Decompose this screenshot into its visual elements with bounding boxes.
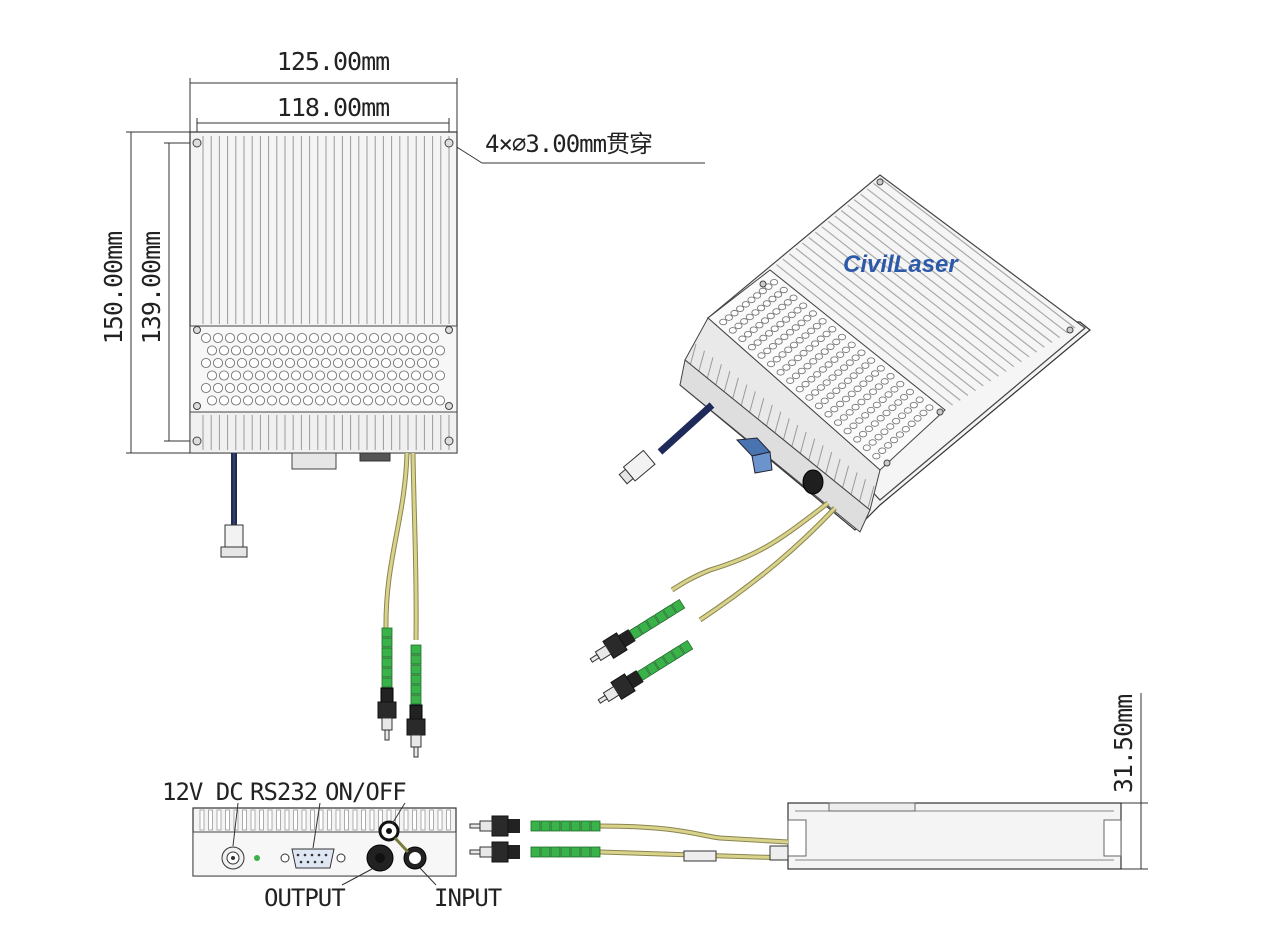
dimension-width-outer-text: 125.00mm: [277, 47, 389, 76]
dc-jack-icon: [221, 846, 245, 870]
dimension-thickness: 31.50mm: [1109, 693, 1148, 870]
front-view: 12V DC RS232 ON/OFF OUTPUT INPUT: [162, 778, 503, 912]
top-fiber-connectors: [377, 627, 426, 758]
dimension-width-outer: 125.00mm: [189, 47, 458, 132]
dimension-height-inner: 139.00mm: [137, 142, 197, 442]
label-output: OUTPUT: [264, 884, 345, 912]
screw-icon: [445, 402, 453, 410]
top-front-edge: [189, 411, 458, 454]
label-rs232: RS232: [250, 778, 317, 806]
power-plug-icon: [224, 524, 244, 548]
iso-fibers: [670, 501, 837, 623]
label-onoff: ON/OFF: [325, 778, 406, 806]
hole-callout: 4×∅3.00mm贯穿: [451, 130, 705, 164]
input-port-icon: [403, 846, 427, 870]
dimension-thickness-text: 31.50mm: [1109, 695, 1138, 793]
iso-vent-holes: [710, 178, 1074, 467]
front-fins: [199, 809, 451, 831]
screw-icon: [193, 326, 201, 334]
top-vent-holes: [200, 332, 446, 406]
iso-front-fins: [689, 343, 875, 509]
top-view: 125.00mm 118.00mm 4×∅3.00mm贯穿 150.00mm 1…: [99, 47, 705, 758]
dimension-height-inner-text: 139.00mm: [137, 232, 166, 344]
power-cable: [220, 453, 248, 558]
front-fiber-stub: [393, 836, 410, 854]
output-port-icon: [366, 844, 394, 872]
side-housing: [787, 802, 1122, 870]
screw-icon: [445, 326, 453, 334]
dimension-width-inner: 118.00mm: [196, 93, 450, 132]
side-fibers: [599, 823, 789, 862]
power-led-icon: [254, 855, 260, 861]
hole-callout-text: 4×∅3.00mm贯穿: [485, 130, 652, 158]
iso-fiber-connectors: [589, 598, 694, 704]
iso-rs232-connector: [735, 437, 773, 474]
rs232-port-icon: [280, 848, 346, 869]
screw-icon: [444, 138, 454, 148]
screw-icon: [192, 436, 202, 446]
top-front-fins: [202, 415, 450, 450]
screw-icon: [192, 138, 202, 148]
iso-output-port: [802, 469, 824, 495]
dimension-height-outer-text: 150.00mm: [99, 232, 128, 344]
label-input: INPUT: [434, 884, 502, 912]
top-heatsink-fins: [202, 136, 450, 324]
screw-icon: [444, 436, 454, 446]
side-fiber-connectors: [469, 815, 601, 863]
onoff-switch-icon: [378, 820, 400, 842]
top-fibers: [383, 452, 419, 641]
top-output-port: [359, 452, 391, 462]
iso-base: [679, 359, 871, 533]
brand-logo: CivilLaser: [843, 251, 959, 278]
top-rs232-connector: [291, 452, 337, 470]
side-view: 31.50mm: [469, 693, 1148, 870]
screw-icon: [193, 402, 201, 410]
dimension-height-outer: 150.00mm: [99, 131, 190, 454]
iso-power-cable: [618, 402, 715, 485]
dimension-width-inner-text: 118.00mm: [277, 93, 389, 122]
label-dc: 12V DC: [162, 778, 243, 806]
isometric-view: CivilLaser: [589, 174, 1091, 704]
callout-leaders: [232, 802, 437, 886]
